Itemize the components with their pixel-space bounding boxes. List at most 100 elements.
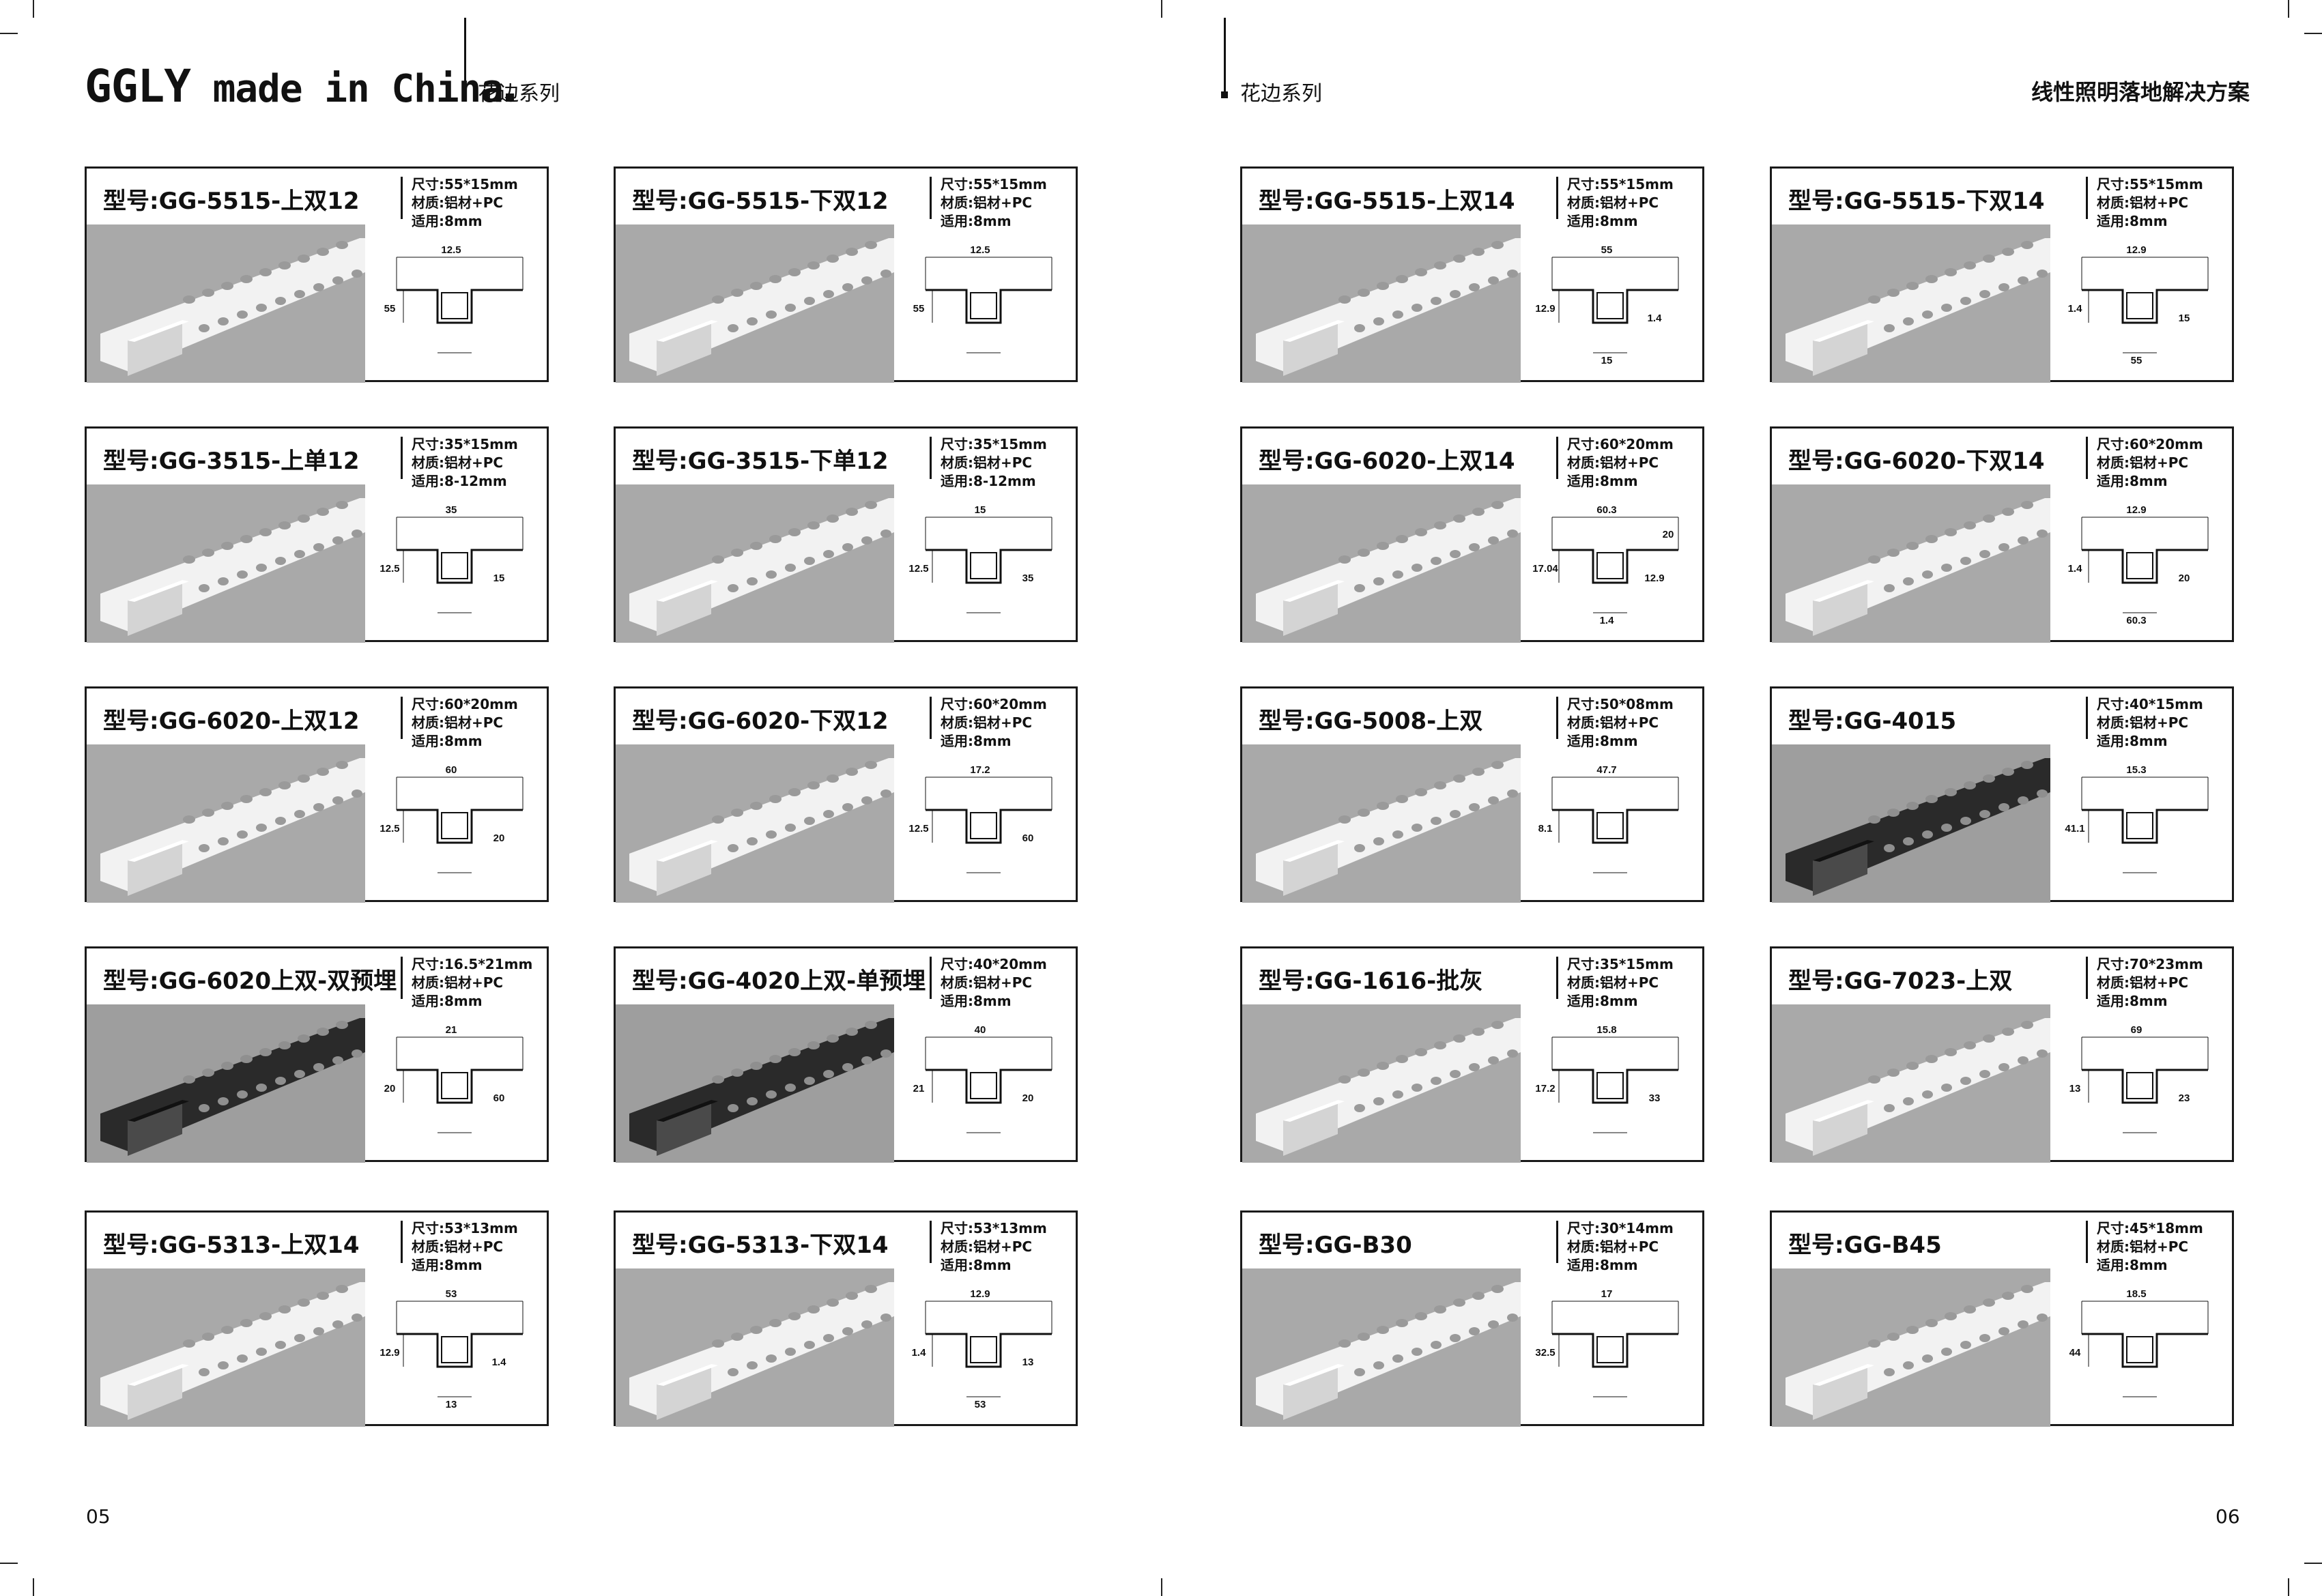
perforation-hole	[1945, 528, 1957, 536]
diffuser-outline	[970, 292, 997, 319]
spec-material: 材质:铝材+PC	[941, 1238, 1047, 1256]
spec-divider	[401, 957, 403, 999]
perforation-hole	[1431, 557, 1442, 565]
perforation-hole	[2021, 241, 2033, 249]
perforation-hole	[278, 1305, 291, 1314]
perforation-hole	[880, 270, 891, 278]
spec-material-label: 材质:	[2097, 1238, 2130, 1255]
perforation-hole	[1358, 1333, 1370, 1341]
spec-material-value: 铝材+PC	[973, 714, 1033, 731]
perforation-hole	[275, 1341, 286, 1349]
profile-outline	[1552, 809, 1678, 844]
perforation-hole	[766, 310, 777, 319]
spec-size-value: 40*15mm	[2130, 696, 2203, 712]
product-photo	[87, 744, 365, 903]
spec-material-value: 铝材+PC	[1600, 714, 1659, 731]
perforation-hole	[1469, 543, 1480, 551]
product-render	[100, 1282, 365, 1420]
perforation-hole	[199, 1104, 210, 1112]
spec-fit: 适用:8mm	[412, 212, 518, 231]
perforation-hole	[1450, 290, 1461, 298]
spec-size-label: 尺寸:	[1567, 696, 1600, 712]
spec-material-value: 铝材+PC	[2130, 714, 2189, 731]
perforation-hole	[332, 536, 343, 545]
profile-lip	[657, 1364, 718, 1386]
spec-size: 尺寸:55*15mm	[941, 175, 1047, 194]
perforation-hole	[728, 324, 739, 332]
product-render	[1256, 498, 1521, 636]
spec-size-label: 尺寸:	[412, 1220, 444, 1236]
perforation-hole	[336, 241, 348, 249]
diffuser-outline	[2126, 552, 2153, 579]
spec-size-value: 53*13mm	[973, 1220, 1047, 1236]
perforation-hole	[1434, 1305, 1446, 1314]
perforation-hole	[1415, 268, 1427, 276]
perforation-hole	[317, 1292, 329, 1300]
perforation-hole	[1354, 584, 1365, 592]
product-render	[1256, 758, 1521, 896]
perforation-hole	[785, 564, 796, 572]
spec-fit-value: 8mm	[2130, 213, 2168, 229]
perforation-hole	[1377, 1326, 1389, 1334]
spec-size-label: 尺寸:	[1567, 176, 1600, 192]
perforation-hole	[1469, 1063, 1480, 1071]
product-render	[629, 758, 894, 896]
perforation-hole	[1906, 542, 1919, 550]
perforation-hole	[842, 543, 853, 551]
product-render	[1786, 238, 2050, 376]
perforation-hole	[1488, 796, 1499, 804]
spec-size-value: 30*14mm	[1600, 1220, 1674, 1236]
spec-size: 尺寸:16.5*21mm	[412, 955, 532, 974]
spec-divider	[930, 957, 932, 999]
perforation-hole	[1354, 1368, 1365, 1376]
perforation-hole	[1979, 290, 1990, 298]
spec-material-value: 铝材+PC	[444, 194, 504, 211]
dimension-label: 20	[493, 832, 505, 844]
brand-logo: GGLY made in China	[85, 60, 514, 113]
perforation-hole	[1469, 1327, 1480, 1335]
product-title: 型号:GG-6020-下双14	[1788, 448, 2045, 475]
spec-divider	[1556, 1221, 1558, 1263]
perforation-hole	[1979, 550, 1990, 558]
perforation-hole	[769, 275, 782, 283]
product-photo	[1242, 1004, 1521, 1163]
perforation-hole	[1983, 1034, 1995, 1043]
perforation-hole	[1396, 795, 1408, 803]
spec-fit-label: 适用:	[941, 733, 973, 749]
perforation-hole	[221, 542, 233, 550]
perforation-hole	[1450, 810, 1461, 818]
profile-channel	[657, 1100, 711, 1156]
dimension-label: 8.1	[1538, 823, 1553, 835]
spec-size-label: 尺寸:	[2097, 436, 2130, 452]
brand-dot	[505, 93, 514, 102]
perforation-hole	[199, 584, 210, 592]
profile-outline	[1552, 289, 1678, 324]
spec-size-value: 60*20mm	[1600, 436, 1674, 452]
spec-material-value: 铝材+PC	[2130, 974, 2189, 991]
spec-size-label: 尺寸:	[2097, 956, 2130, 972]
spec-size: 尺寸:35*15mm	[412, 435, 518, 454]
spec-divider	[1556, 437, 1558, 479]
perforation-hole	[1338, 815, 1351, 824]
product-render	[629, 498, 894, 636]
profile-lip	[1283, 840, 1345, 862]
perforation-hole	[1392, 830, 1403, 839]
spec-divider	[930, 697, 932, 739]
spec-material: 材质:铝材+PC	[412, 194, 518, 212]
spec-size-value: 55*15mm	[973, 176, 1047, 192]
perforation-hole	[747, 1097, 758, 1105]
product-title: 型号:GG-5313-上双14	[103, 1232, 360, 1259]
spec-size: 尺寸:55*15mm	[412, 175, 518, 194]
perforation-hole	[218, 1097, 229, 1105]
dimension-label: 1.4	[1600, 615, 1615, 626]
